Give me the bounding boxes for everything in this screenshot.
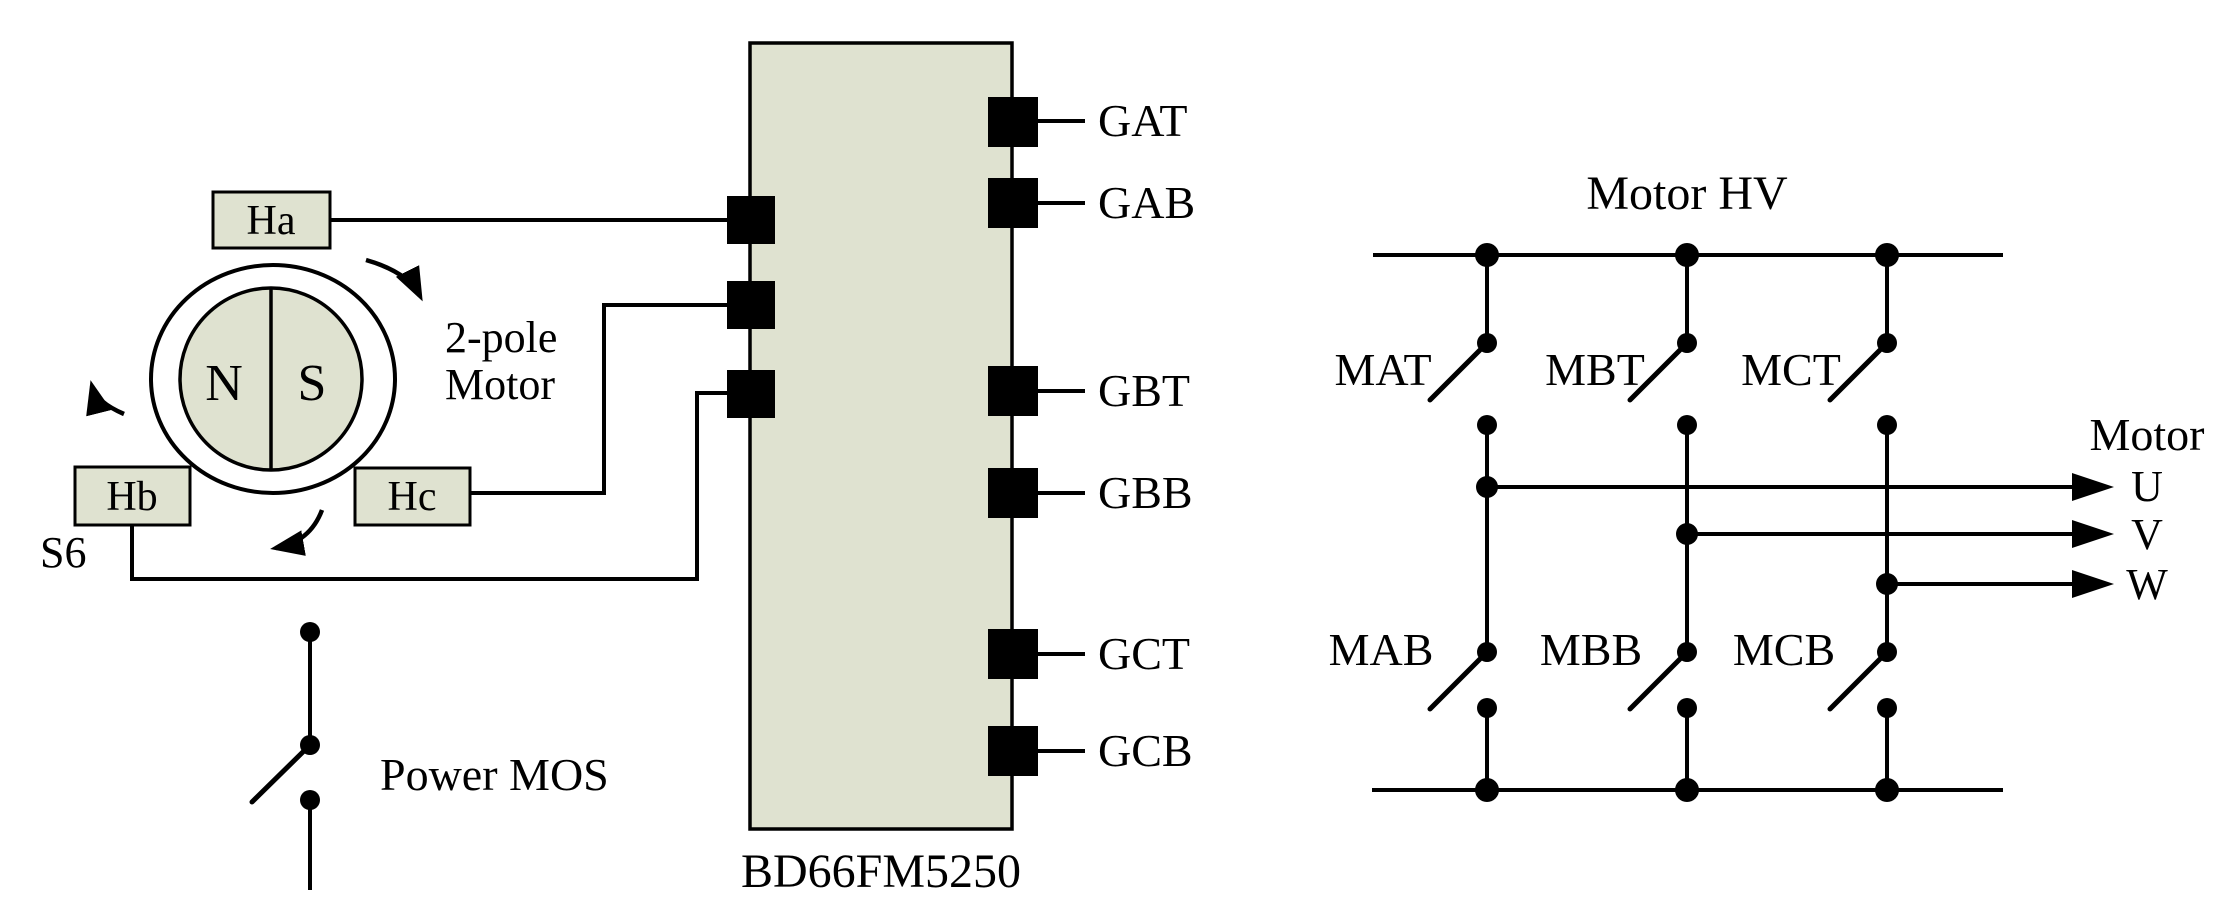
switch-contact-dot xyxy=(1877,415,1897,435)
switch-contact-dot xyxy=(1677,415,1697,435)
mct-switch-blade xyxy=(1827,340,1890,403)
phase-w-label: W xyxy=(2126,560,2168,609)
ic-body xyxy=(748,41,1014,831)
ic-pin-gcb xyxy=(988,726,1038,776)
hall-sensor-hb-label: Hb xyxy=(106,474,157,520)
mab-switch-blade xyxy=(1427,649,1490,712)
phase-u-label: U xyxy=(2131,462,2163,511)
ic-pin-gat xyxy=(988,97,1038,147)
pin-label-gbt: GBT xyxy=(1098,365,1190,416)
hall-sensor-hc-box xyxy=(353,466,472,527)
switch-contact-dot xyxy=(1477,698,1497,718)
rotor-south-label: S xyxy=(298,355,327,412)
power-mos-switch-symbol xyxy=(249,622,320,890)
motor-output-label: Motor xyxy=(2090,409,2205,460)
rotor-north-label: N xyxy=(205,355,243,412)
rotation-arrow-left-icon xyxy=(86,380,125,417)
motor-type-label-line2: Motor xyxy=(445,360,555,409)
switch-contact-dot xyxy=(1477,415,1497,435)
mbb-switch-blade xyxy=(1627,649,1690,712)
switch-contact-dot xyxy=(1877,698,1897,718)
phase-v-label: V xyxy=(2131,510,2163,559)
rotation-arrow-bottom-icon xyxy=(270,509,325,556)
mat-switch-blade xyxy=(1427,340,1490,403)
pin-label-gbb: GBB xyxy=(1098,467,1193,518)
phase-w-arrow-icon xyxy=(2072,570,2114,598)
bridge-branch-b xyxy=(1627,243,1699,802)
power-mos-label: Power MOS xyxy=(380,749,609,800)
supply-rail-label: Motor HV xyxy=(1586,167,1788,220)
s6-label: S6 xyxy=(40,528,86,577)
switch-label-mab: MAB xyxy=(1329,624,1434,675)
pin-label-gct: GCT xyxy=(1098,628,1190,679)
ic-pin-gbt xyxy=(988,366,1038,416)
bridge-branch-c xyxy=(1827,243,1899,802)
hall-sensor-ha-label: Ha xyxy=(247,198,296,244)
phase-u-arrow-icon xyxy=(2072,473,2114,501)
switch-label-mct: MCT xyxy=(1741,344,1841,395)
switch-label-mcb: MCB xyxy=(1733,624,1835,675)
mcb-switch-blade xyxy=(1827,649,1890,712)
switch-contact-dot xyxy=(1677,698,1697,718)
wire-hc-to-ic xyxy=(470,303,727,495)
ic-pin-hall-c xyxy=(727,281,775,329)
rail-junction-dot xyxy=(1875,778,1899,802)
switch-label-mbt: MBT xyxy=(1545,344,1645,395)
hall-sensor-hc-label: Hc xyxy=(388,474,437,520)
motor-type-label-line1: 2-pole xyxy=(445,313,557,362)
ic-pin-hall-a xyxy=(727,196,775,244)
ic-pin-gab xyxy=(988,178,1038,228)
wire-hb-to-ic xyxy=(130,391,727,581)
ic-pin-gbb xyxy=(988,468,1038,518)
switch-blade xyxy=(249,742,313,805)
ic-pin-hall-b xyxy=(727,370,775,418)
mbt-switch-blade xyxy=(1627,340,1690,403)
pin-label-gat: GAT xyxy=(1098,95,1187,146)
pin-label-gab: GAB xyxy=(1098,177,1195,228)
ic-pin-gct xyxy=(988,629,1038,679)
rail-junction-dot xyxy=(1475,778,1499,802)
ic-right-pins: GAT GAB GBT GBB GCT GCB xyxy=(988,95,1195,776)
rotation-arrow-top-icon xyxy=(365,257,423,302)
phase-outputs xyxy=(1487,473,2114,598)
switch-terminal-dot xyxy=(300,622,320,642)
switch-contact-dot xyxy=(300,790,320,810)
rail-junction-dot xyxy=(1675,778,1699,802)
switch-label-mbb: MBB xyxy=(1540,624,1642,675)
phase-v-arrow-icon xyxy=(2072,520,2114,548)
bridge-branch-a xyxy=(1427,243,1499,802)
hall-sensor-ha-box xyxy=(211,190,332,250)
switch-label-mat: MAT xyxy=(1334,344,1431,395)
ic-part-number: BD66FM5250 xyxy=(741,845,1021,898)
hall-sensor-hb-box xyxy=(73,465,192,527)
pin-label-gcb: GCB xyxy=(1098,725,1193,776)
